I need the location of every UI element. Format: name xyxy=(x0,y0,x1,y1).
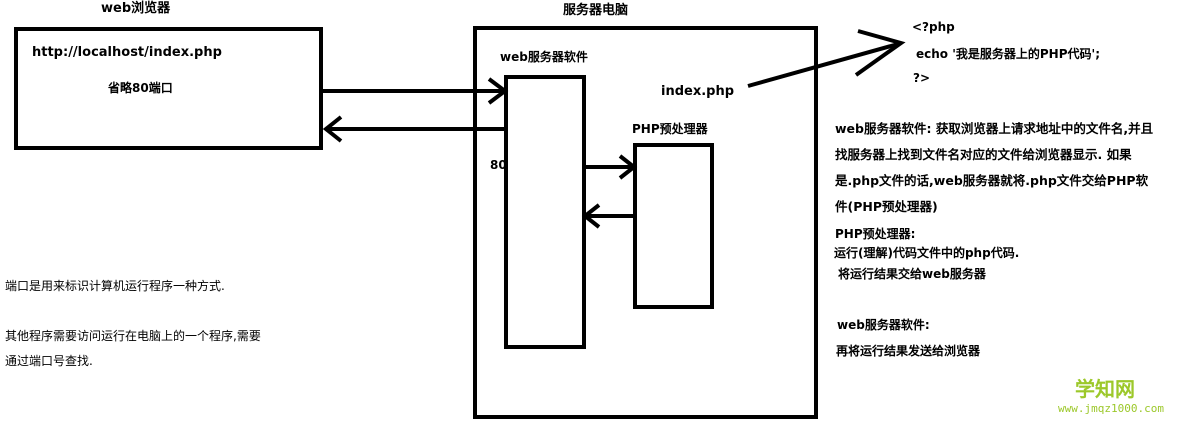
file-to-code-arrow xyxy=(747,29,906,88)
server-title: 服务器电脑 xyxy=(563,3,629,18)
php-processor-note-line-2: 将运行结果交给web服务器 xyxy=(838,267,986,281)
web-server-description: web服务器软件: 获取浏览器上请求地址中的文件名,并且找服务器上找到文件名对应… xyxy=(835,121,1154,214)
port-definition-note: 端口是用来标识计算机运行程序一种方式. xyxy=(5,279,225,293)
code-line-1: <?php xyxy=(912,20,955,34)
php-processor-label: PHP预处理器 xyxy=(632,122,708,136)
response-arrow xyxy=(322,115,504,143)
request-arrow xyxy=(323,77,509,105)
code-line-3: ?> xyxy=(913,71,931,85)
browser-port-note: 省略80端口 xyxy=(108,81,173,95)
code-line-2: echo '我是服务器上的PHP代码'; xyxy=(916,47,1100,61)
to-php-arrow xyxy=(586,154,638,180)
port-label: 80 xyxy=(490,158,507,172)
php-processor-note-title: PHP预处理器: xyxy=(835,227,916,241)
watermark-logo: 学知网 xyxy=(1075,377,1135,401)
browser-box xyxy=(14,27,323,150)
port-access-note-line-2: 通过端口号查找. xyxy=(5,354,93,368)
browser-url: http://localhost/index.php xyxy=(32,45,222,60)
from-php-arrow xyxy=(581,203,633,229)
web-server-software-label: web服务器软件 xyxy=(500,50,588,64)
web-server-note-line: 再将运行结果发送给浏览器 xyxy=(836,344,981,358)
php-processor-box xyxy=(633,143,714,309)
web-server-note-title: web服务器软件: xyxy=(837,318,930,332)
web-server-software-box xyxy=(504,75,586,349)
port-access-note-line-1: 其他程序需要访问运行在电脑上的一个程序,需要 xyxy=(5,329,261,343)
browser-title: web浏览器 xyxy=(101,1,171,16)
watermark-url: www.jmqz1000.com xyxy=(1058,402,1164,415)
index-php-label: index.php xyxy=(661,84,735,99)
php-processor-note-line-1: 运行(理解)代码文件中的php代码. xyxy=(834,246,1020,260)
server-computer-box xyxy=(473,26,818,419)
